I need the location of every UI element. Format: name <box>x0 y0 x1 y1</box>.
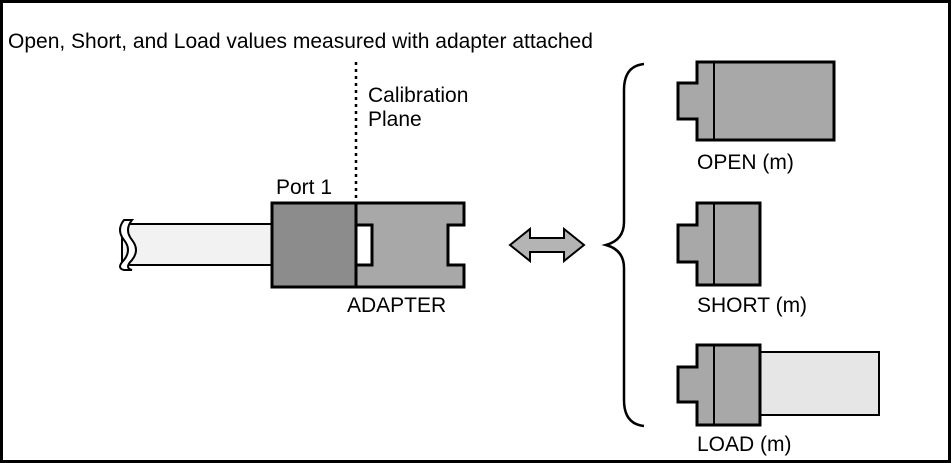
curly-brace-icon <box>601 62 645 428</box>
cable-body <box>121 223 273 266</box>
cable-break-icon <box>119 219 137 271</box>
short-label: SHORT (m) <box>697 294 807 317</box>
calibration-plane-label-line1: Calibration <box>368 84 468 107</box>
load-label: LOAD (m) <box>697 433 792 456</box>
load-body <box>759 351 880 416</box>
adapter-label: ADAPTER <box>347 294 446 317</box>
open-label: OPEN (m) <box>697 151 794 174</box>
standard-short: SHORT (m) <box>676 201 807 317</box>
short-connector <box>676 201 762 287</box>
adapter-body <box>354 201 466 289</box>
load-connector <box>676 343 762 427</box>
standard-load: LOAD (m) <box>676 343 880 456</box>
standard-open: OPEN (m) <box>676 60 836 174</box>
open-connector <box>676 60 836 142</box>
double-arrow-icon <box>508 226 586 264</box>
port-1-body <box>270 201 358 289</box>
diagram-title: Open, Short, and Load values measured wi… <box>8 30 593 53</box>
test-cable <box>119 219 273 271</box>
calibration-plane-label-line2: Plane <box>368 108 422 131</box>
port-label: Port 1 <box>276 176 332 199</box>
